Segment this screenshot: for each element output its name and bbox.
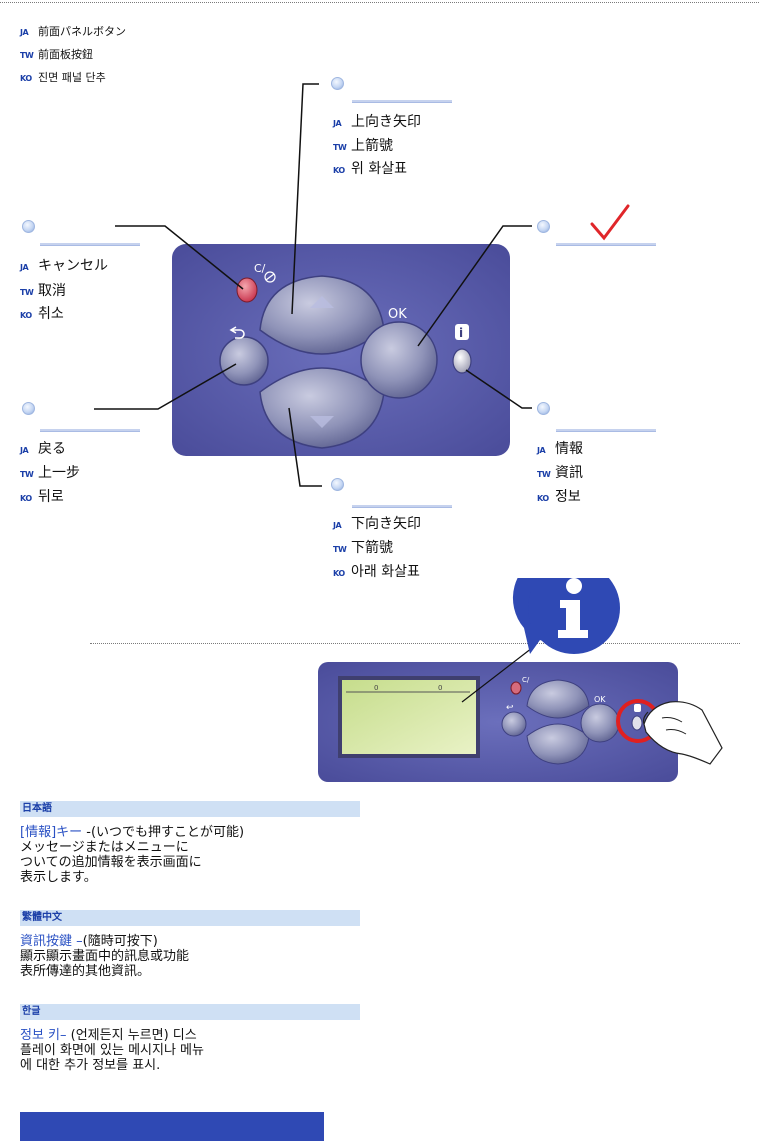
info-icon bbox=[455, 324, 469, 340]
ok-button bbox=[360, 321, 438, 399]
cancel-dot bbox=[22, 220, 35, 233]
front-panel-diagram: C/ OK i bbox=[94, 83, 630, 487]
cancel-button bbox=[236, 277, 258, 303]
section-body-ja: [情報]キー -(いつでも押すことが可能) メッセージまたはメニューに ついての… bbox=[20, 825, 245, 885]
lcd-panel-illustration: 0 0 C/ ↩ OK bbox=[318, 578, 723, 782]
info-button bbox=[452, 348, 472, 374]
lcd-indicator-left: 0 bbox=[374, 684, 378, 692]
section-heading-ja: 日本語 bbox=[20, 801, 360, 817]
section-body-ko: 정보 키– (언제든지 누르면) 디스 플레이 화면에 있는 메시지나 메뉴 에… bbox=[20, 1028, 204, 1073]
back-arrow-icon bbox=[229, 326, 245, 339]
back-underline bbox=[40, 429, 140, 432]
up-underline bbox=[352, 100, 452, 103]
section-body-tw: 資訊按鍵 –(隨時可按下) 顯示顯示畫面中的訊息或功能 表所傳達的其他資訊。 bbox=[20, 934, 190, 979]
lcd-screen bbox=[342, 680, 476, 754]
pointing-hand-icon bbox=[642, 701, 723, 765]
svg-text:↩: ↩ bbox=[506, 703, 514, 713]
svg-text:i: i bbox=[459, 326, 463, 340]
large-info-icon bbox=[512, 578, 620, 654]
cancel-underline bbox=[40, 243, 140, 246]
cancel-symbol-text: C/ bbox=[254, 262, 266, 275]
ok-underline bbox=[556, 243, 656, 246]
section-heading-tw: 繁體中文 bbox=[20, 910, 360, 926]
up-dot bbox=[331, 77, 344, 90]
top-rule bbox=[0, 2, 759, 3]
section-heading-ko: 한글 bbox=[20, 1004, 360, 1020]
checkmark-icon bbox=[590, 204, 630, 241]
ok-dot bbox=[537, 220, 550, 233]
mid-rule bbox=[90, 643, 740, 644]
stop-icon bbox=[264, 271, 276, 283]
down-dot bbox=[331, 478, 344, 491]
svg-text:C/: C/ bbox=[522, 676, 530, 684]
back-dot bbox=[22, 402, 35, 415]
svg-text:OK: OK bbox=[594, 695, 606, 704]
up-arrow-icon bbox=[310, 296, 334, 308]
info-underline bbox=[556, 429, 656, 432]
ok-label-text: OK bbox=[388, 307, 407, 322]
footer-bar bbox=[20, 1112, 324, 1141]
down-underline bbox=[352, 505, 452, 508]
down-arrow-icon bbox=[310, 416, 334, 428]
back-button bbox=[219, 336, 269, 386]
info-dot bbox=[537, 402, 550, 415]
lcd-indicator-right: 0 bbox=[438, 684, 442, 692]
